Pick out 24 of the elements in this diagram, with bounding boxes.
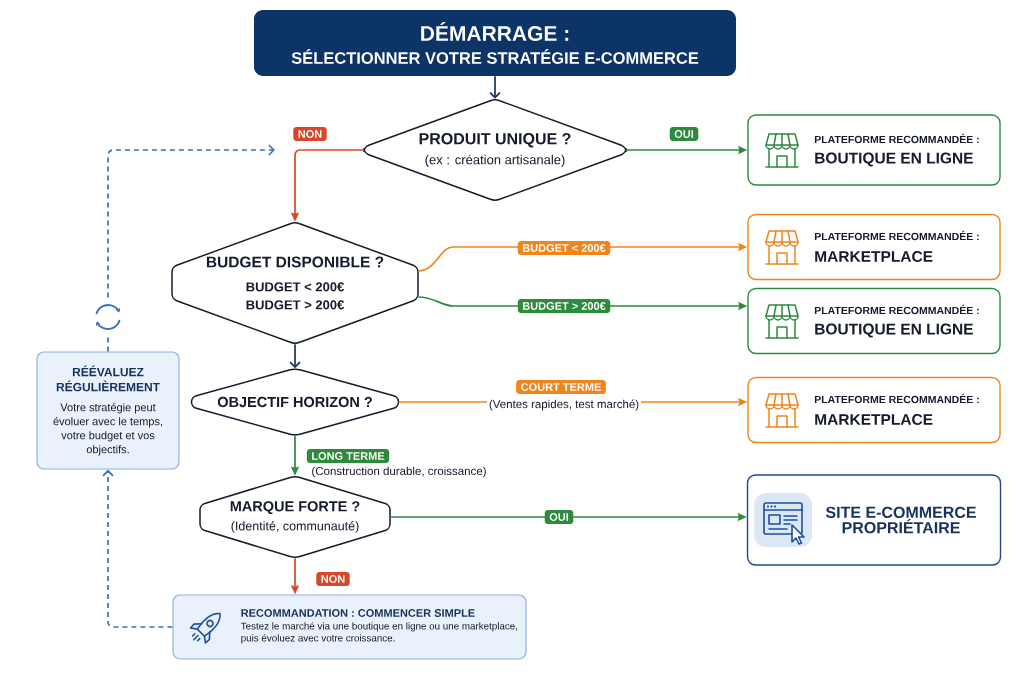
note-box: RÉÉVALUEZ RÉGULIÈREMENT Votre stratégie peut évoluer avec le temps, votre budget et vos objectifs. [36, 351, 180, 470]
decision-hexagon: BUDGET DISPONIBLE ? BUDGET < 200€ BUDGET > 200€ [171, 222, 419, 344]
edge-label: BUDGET < 200€ [517, 241, 611, 255]
edge-label: NON [293, 127, 327, 141]
edge-label: OUI [544, 510, 574, 524]
arrow [489, 75, 501, 99]
dashed-arrow [107, 144, 275, 353]
start-box: DÉMARRAGE : SÉLECTIONNER VOTRE STRATÉGIE E-COMMERCE [254, 10, 736, 76]
note-text: (Ventes rapides, test marché) [486, 398, 642, 412]
edge-label: BUDGET > 200€ [517, 299, 611, 313]
platform-box: PLATEFORME RECOMMANDÉE : BOUTIQUE EN LIGNE [747, 114, 1001, 186]
arrow [289, 343, 301, 369]
note-text: (Construction durable, croissance) [309, 465, 489, 479]
recommendation-box: RECOMMANDATION : COMMENCER SIMPLE Testez le marché via une boutique en ligne ou une marketplace, puis évoluez avec votre croissance. [172, 594, 527, 660]
platform-box: PLATEFORME RECOMMANDÉE : BOUTIQUE EN LIGNE [747, 287, 1001, 355]
platform-box: PLATEFORME RECOMMANDÉE : MARKETPLACE [747, 213, 1001, 281]
decision-hexagon: OBJECTIF HORIZON ? [190, 368, 400, 436]
result-box: SITE E-COMMERCE PROPRIÉTAIRE [746, 474, 1002, 566]
platform-box: PLATEFORME RECOMMANDÉE : MARKETPLACE [747, 376, 1001, 444]
edge-label: COURT TERME [516, 380, 606, 394]
edge-label: LONG TERME [306, 449, 390, 463]
edge-label: NON [316, 572, 350, 586]
dashed-arrow [102, 469, 174, 628]
edge-label: OUI [669, 127, 699, 141]
